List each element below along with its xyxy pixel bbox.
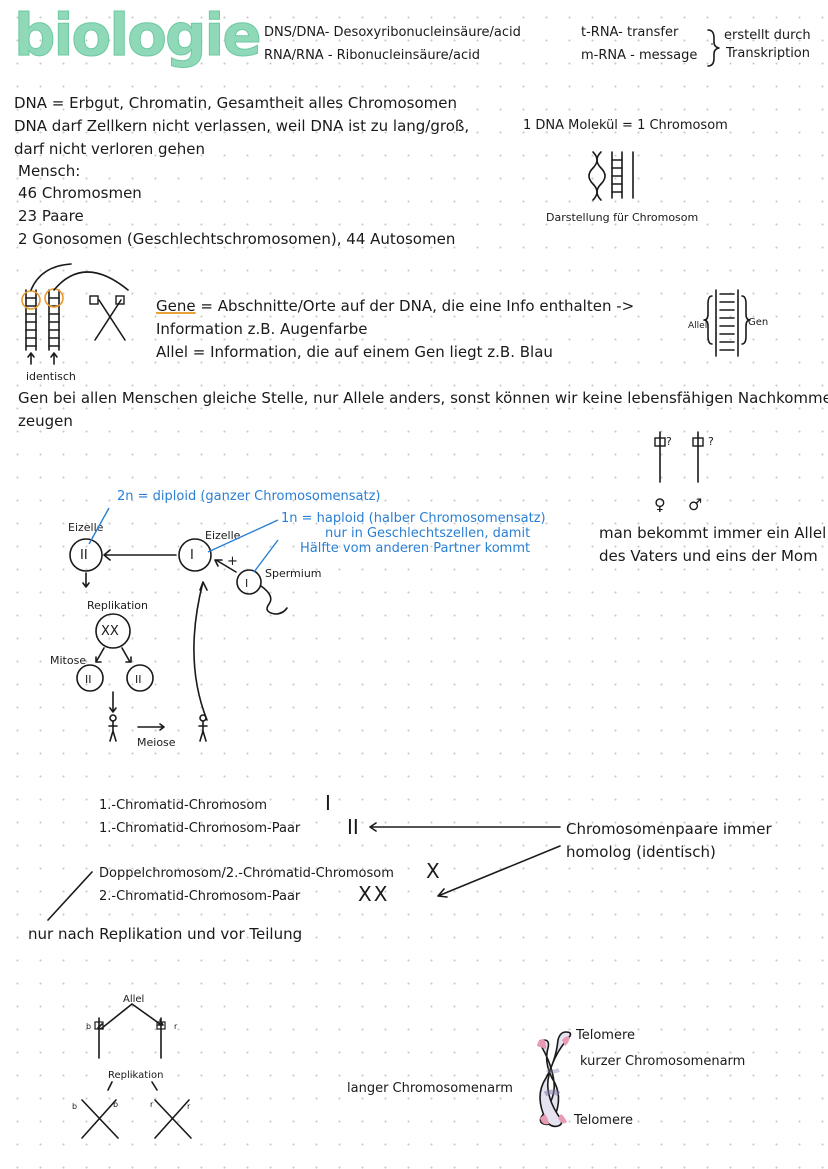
plus-sign: +	[227, 554, 238, 569]
header-brace-note-2: Transkription	[726, 46, 810, 61]
allele-diagram-label: Allel	[688, 321, 708, 331]
haploid-note-2: Hälfte vom anderen Partner kommt	[300, 541, 531, 556]
chromosome-representation-icon	[588, 151, 634, 201]
mitosis-label: Mitose	[50, 654, 87, 667]
long-arm-label: langer Chromosomenarm	[347, 1081, 513, 1096]
haploid-note-1: nur in Geschlechtszellen, damit	[325, 526, 531, 541]
double-chromosome-pair-symbol: XX	[358, 882, 390, 906]
daughter-cell-2-symbol: II	[135, 673, 142, 686]
single-chromatid-symbol: I	[325, 791, 331, 815]
egg-cell-label-right: Eizelle	[205, 529, 241, 542]
sperm-haploid-symbol: I	[245, 577, 249, 590]
chromatid-row-3: Doppelchromosom/2.-Chromatid-Chromosom	[99, 866, 394, 881]
chromosome-representation-caption: Darstellung für Chromosom	[546, 211, 699, 224]
telomere-bottom-label: Telomere	[574, 1113, 634, 1128]
allele-b-label: b	[86, 1022, 92, 1031]
dna-line-6: 23 Paare	[18, 207, 84, 225]
allele-inheritance-note-1: man bekommt immer ein Allel	[599, 524, 827, 542]
header-mrna: m-RNA - message	[581, 48, 698, 63]
egg-cell-label-left: Eizelle	[68, 521, 104, 534]
diploid-label: 2n = diploid (ganzer Chromosomensatz)	[117, 489, 381, 504]
allele-r-label: r	[174, 1022, 178, 1031]
chromatid-row-2: 1.-Chromatid-Chromosom-Paar	[99, 821, 301, 836]
page-title: biologie	[14, 1, 263, 69]
question-mark-2: ?	[708, 435, 714, 448]
allele-b-label-right: b	[113, 1100, 119, 1109]
dna-line-5: 46 Chromosmen	[18, 184, 142, 202]
allele-r-label-right: r	[187, 1102, 191, 1111]
homolog-arrows	[47, 822, 561, 921]
sperm-label: Spermium	[265, 567, 322, 580]
chromatid-row-1: 1.-Chromatid-Chromosom	[99, 798, 268, 813]
chromosome-arms-diagram	[537, 1031, 572, 1128]
identical-label: identisch	[26, 370, 76, 383]
allele-r-label-left: r	[150, 1100, 154, 1109]
header-brace-note-1: erstellt durch	[724, 28, 811, 43]
replication-note: nur nach Replikation und vor Teilung	[28, 925, 303, 943]
gene-note-line-2: zeugen	[18, 412, 73, 430]
dna-line-4: Mensch:	[18, 162, 81, 180]
short-arm-label: kurzer Chromosomenarm	[580, 1054, 746, 1069]
header-trna: t-RNA- transfer	[581, 25, 679, 40]
dna-line-1: DNA = Erbgut, Chromatin, Gesamtheit alle…	[14, 94, 458, 112]
female-symbol: ♀	[654, 495, 666, 514]
gene-diagram-label: Gen	[748, 317, 769, 328]
cell-diploid-symbol: II	[80, 548, 88, 563]
gene-word: Gene	[156, 297, 196, 315]
chromatid-pair-symbol: II	[347, 815, 359, 839]
bottom-replication-label: Replikation	[108, 1070, 164, 1081]
male-symbol: ♂	[688, 495, 703, 514]
dna-line-7: 2 Gonosomen (Geschlechtschromosomen), 44…	[18, 230, 456, 248]
cell-haploid-symbol: I	[190, 548, 194, 563]
question-mark-1: ?	[666, 435, 672, 448]
header-brace	[707, 29, 720, 67]
bottom-allele-label: Allel	[123, 994, 145, 1005]
homolog-note-2: homolog (identisch)	[566, 843, 716, 861]
allele-inheritance-note-2: des Vaters und eins der Mom	[599, 547, 818, 565]
gene-note-line-1: Gen bei allen Menschen gleiche Stelle, n…	[18, 389, 828, 407]
allele-replication-diagram	[81, 1003, 192, 1139]
reproduction-cycle-diagram	[69, 507, 288, 742]
dna-line-2: DNA darf Zellkern nicht verlassen, weil …	[14, 117, 470, 135]
header-dna-definition: DNS/DNA- Desoxyribonucleinsäure/acid	[264, 25, 521, 40]
allele-definition: Allel = Information, die auf einem Gen l…	[156, 343, 553, 361]
gene-definition-text: = Abschnitte/Orte auf der DNA, die eine …	[195, 297, 635, 315]
homolog-note-1: Chromosomenpaare immer	[566, 820, 772, 838]
telomere-top-label: Telomere	[576, 1028, 636, 1043]
double-chromosome-symbol: X	[426, 859, 440, 883]
dna-molecule-note: 1 DNA Molekül = 1 Chromosom	[523, 118, 728, 133]
haploid-label: 1n = haploid (halber Chromosomensatz)	[281, 511, 546, 526]
replicated-cell-symbol: XX	[101, 624, 119, 639]
dna-line-3: darf nicht verloren gehen	[14, 140, 205, 158]
gene-definition: Gene = Abschnitte/Orte auf der DNA, die …	[156, 297, 634, 315]
meiosis-label: Meiose	[137, 736, 176, 749]
daughter-cell-1-symbol: II	[85, 673, 92, 686]
allele-b-label-left: b	[72, 1102, 78, 1111]
replication-label: Replikation	[87, 599, 148, 612]
gene-allele-diagram	[703, 289, 751, 357]
chromatid-row-4: 2.-Chromatid-Chromosom-Paar	[99, 889, 301, 904]
parent-chromosomes-icon	[654, 431, 704, 483]
dna-ladder-icons	[21, 263, 129, 365]
gene-information-example: Information z.B. Augenfarbe	[156, 320, 368, 338]
header-rna-definition: RNA/RNA - Ribonucleinsäure/acid	[264, 48, 480, 63]
